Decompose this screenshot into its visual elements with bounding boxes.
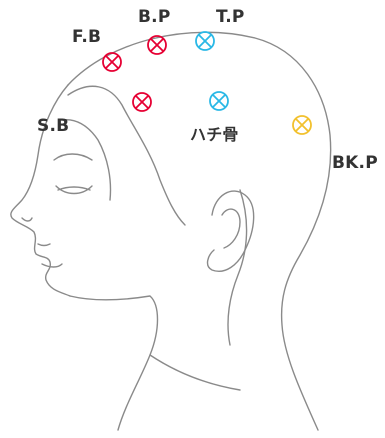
sb-marker-circled-x-icon	[132, 92, 152, 112]
eye	[55, 185, 93, 195]
fb-marker-circled-x-icon	[102, 52, 122, 72]
label-bkp: BK.P	[332, 153, 378, 173]
bp-marker-circled-x-icon	[147, 35, 167, 55]
ear-inner	[221, 208, 241, 249]
jaw-neck	[69, 295, 159, 431]
head-outline	[67, 31, 332, 431]
eye-lash	[57, 186, 91, 191]
hairline	[67, 85, 186, 226]
hachi-marker-circled-x-icon	[209, 91, 229, 111]
label-sb: S.B	[37, 116, 70, 136]
tp-marker-circled-x-icon	[195, 31, 215, 51]
bkp-marker-circled-x-icon	[292, 115, 312, 135]
label-fb: F.B	[72, 27, 102, 47]
face-profile	[10, 84, 71, 297]
chin-line	[41, 263, 63, 268]
label-hachi-bone: ハチ骨	[190, 125, 239, 144]
label-bp: B.P	[138, 7, 171, 27]
label-tp: T.P	[216, 7, 245, 27]
nape-line	[227, 189, 248, 346]
ear	[206, 190, 255, 272]
eyebrow	[53, 153, 93, 161]
collar-line	[149, 354, 241, 391]
sideburn-line	[61, 118, 112, 201]
mouth	[37, 243, 51, 247]
nostril	[21, 217, 33, 222]
